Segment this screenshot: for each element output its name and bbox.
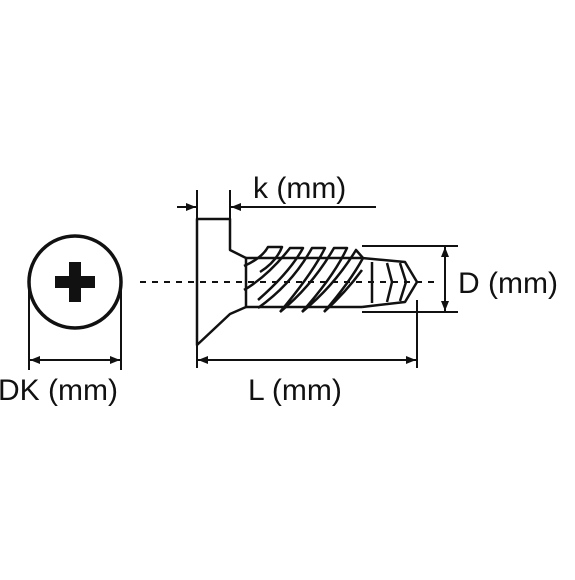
- drill-point: [361, 256, 419, 309]
- d-label: D (mm): [458, 267, 558, 300]
- dk-label: DK (mm): [0, 374, 118, 407]
- l-label: L (mm): [248, 374, 342, 407]
- l-dimension: [196, 300, 418, 368]
- k-dimension: [177, 190, 376, 250]
- dk-dimension: [28, 286, 122, 370]
- d-dimension: [362, 245, 458, 313]
- head-outline: [27, 234, 123, 330]
- phillips-cross-icon: [55, 262, 95, 302]
- k-label: k (mm): [253, 172, 346, 205]
- thread-lines: [243, 245, 365, 313]
- head-top-view: [27, 234, 123, 330]
